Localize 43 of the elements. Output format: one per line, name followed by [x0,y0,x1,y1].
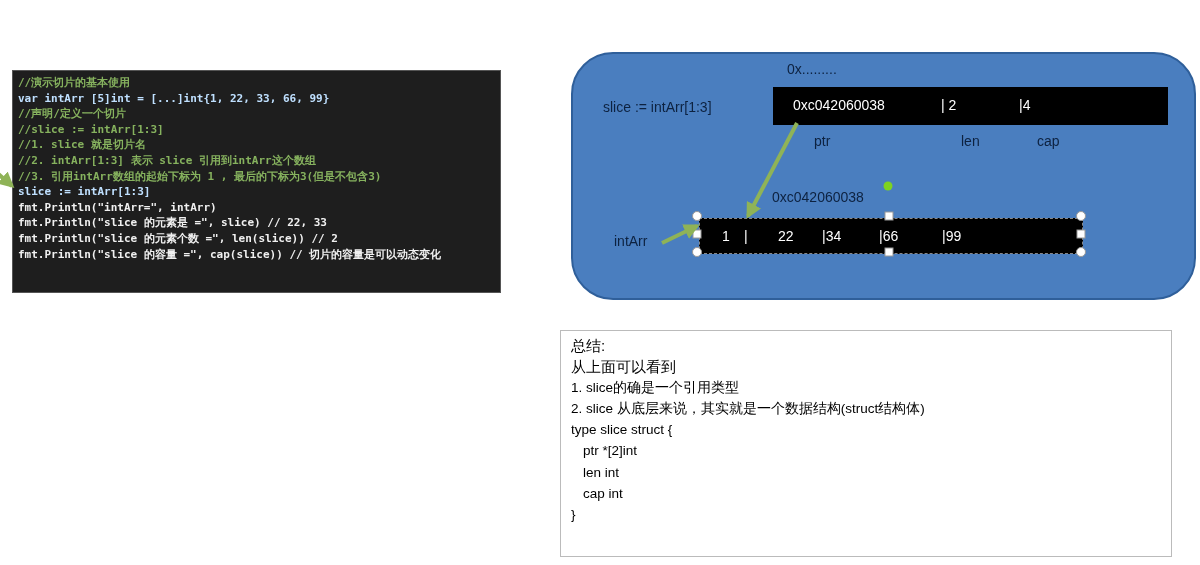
summary-line: cap int [583,486,623,501]
array-element: |99 [942,228,962,244]
memory-panel [571,52,1196,300]
summary-line: ptr *[2]int [583,443,638,459]
arrow [661,224,700,245]
code-line: fmt.Println("slice 的元素是 =", slice) // 22, 33 [18,215,327,231]
field-label: ptr [814,133,831,149]
summary-line: type slice struct { [571,421,673,437]
summary-line: 总结: [571,337,606,356]
code-panel [12,70,501,293]
address-label: 0xc042060038 [772,189,864,205]
code-line: //slice := intArr[1:3] [18,121,164,138]
array-element: | [744,228,748,244]
struct-field-value: | 2 [941,97,957,113]
array-element: |66 [879,228,899,244]
code-line: fmt.Println("slice 的容量 =", cap(slice)) // 切片的容量是可以动态变化 [18,246,442,263]
summary-line: len int [583,464,620,480]
code-line: var intArr [5]int = [...]int{1, 22, 33, 66, 99} [18,90,330,107]
code-line: //1. slice 就是切片名 [18,137,146,153]
arrow [0,170,15,189]
summary-line: 2. slice 从底层来说，其实就是一个数据结构(struct结构体) [571,400,925,419]
summary-line: 从上面可以看到 [571,358,676,377]
code-line: slice := intArr[1:3] [18,184,151,200]
array-element: 22 [778,228,794,244]
field-label: len [961,133,980,149]
code-line: fmt.Println("intArr=", intArr) [18,199,217,216]
code-line: //3. 引用intArr数组的起始下标为 1 , 最后的下标为3(但是不包含3) [18,168,382,185]
code-line: //演示切片的基本使用 [18,75,131,91]
summary-line: } [571,507,576,523]
struct-field-value: 0xc042060038 [793,97,885,113]
arrow [746,122,799,219]
code-line: //声明/定义一个切片 [18,106,126,122]
variable-name: intArr [614,233,664,253]
code-caption: slice := intArr[1:3] [603,99,712,115]
address-label: 0x......... [787,61,837,77]
struct-field-value: |4 [1019,97,1031,113]
summary-box [560,330,1172,557]
array-element: |34 [822,228,842,244]
code-line: //2. intArr[1:3] 表示 slice 引用到intArr这个数组 [18,153,316,169]
array-element: 1 [722,228,730,244]
field-label: cap [1037,133,1060,149]
code-line: fmt.Println("slice 的元素个数 =", len(slice)) // 2 [18,231,338,247]
summary-line: 1. slice的确是一个引用类型 [571,379,740,397]
